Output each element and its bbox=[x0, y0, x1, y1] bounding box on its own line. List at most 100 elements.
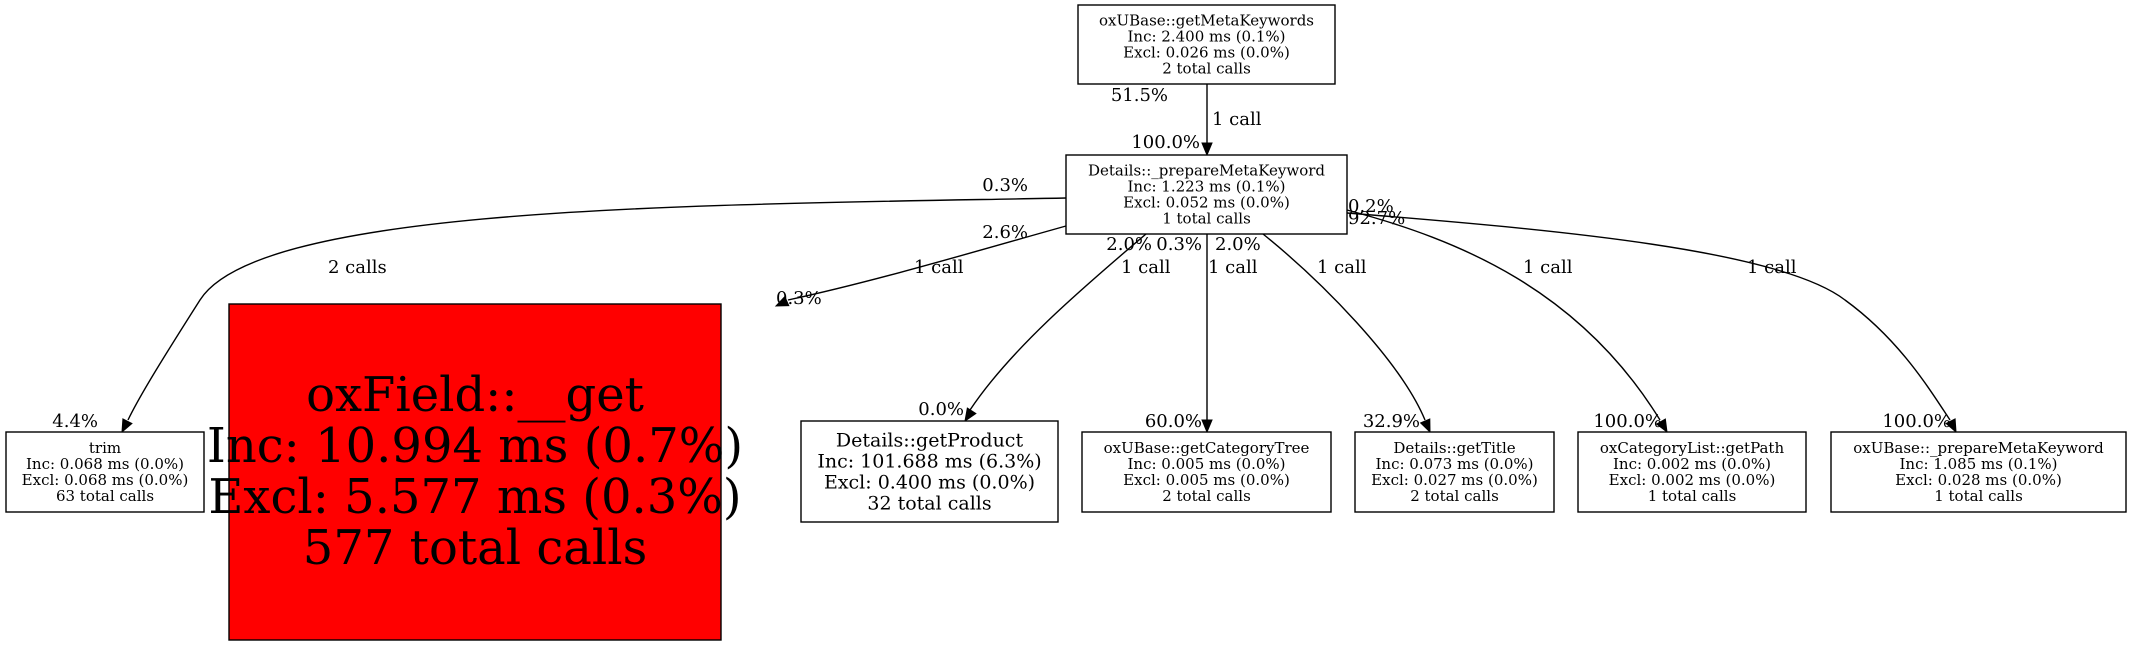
node-inclusive-time: Inc: 0.005 ms (0.0%) bbox=[1127, 455, 1285, 473]
edge-line bbox=[787, 225, 1067, 301]
node-inclusive-time: Inc: 1.223 ms (0.1%) bbox=[1127, 177, 1285, 195]
node-total-calls: 32 total calls bbox=[867, 492, 991, 514]
node-inclusive-time: Inc: 10.994 ms (0.7%) bbox=[207, 418, 743, 474]
node-function-name: trim bbox=[89, 439, 121, 457]
node-box bbox=[1081, 431, 1332, 513]
edge-tail-percent: 0.3% bbox=[1156, 234, 1202, 255]
node-total-calls: 1 total calls bbox=[1934, 487, 2023, 505]
edge-call-count: 1 call bbox=[1208, 257, 1258, 278]
node-exclusive-time: Excl: 0.002 ms (0.0%) bbox=[1609, 471, 1776, 489]
edge-details-prepareMetaKeyword-to-trim: 2 calls 0.3% 4.4% bbox=[52, 175, 1067, 434]
node-box bbox=[1077, 4, 1336, 85]
edge-line bbox=[127, 197, 1067, 421]
edge-details-prepareMetaKeyword-to-oxField-get: 1 call 2.6% 0.3% bbox=[774, 222, 1067, 309]
node-box bbox=[228, 303, 722, 641]
node-box bbox=[800, 420, 1059, 523]
node-inclusive-time: Inc: 2.400 ms (0.1%) bbox=[1127, 27, 1285, 45]
arrowhead-icon bbox=[1655, 418, 1668, 434]
node-total-calls: 2 total calls bbox=[1162, 59, 1251, 77]
edge-call-count: 2 calls bbox=[328, 257, 387, 278]
node-total-calls: 1 total calls bbox=[1162, 209, 1251, 227]
node-total-calls: 63 total calls bbox=[56, 487, 154, 505]
node-total-calls: 2 total calls bbox=[1162, 487, 1251, 505]
node-total-calls: 577 total calls bbox=[303, 520, 647, 576]
edge-head-percent: 0.3% bbox=[776, 288, 822, 309]
arrowhead-icon bbox=[964, 407, 977, 423]
edge-head-percent: 4.4% bbox=[52, 411, 98, 432]
node-inclusive-time: Inc: 0.068 ms (0.0%) bbox=[26, 455, 184, 473]
node-box bbox=[1065, 154, 1348, 235]
edge-head-percent: 100.0% bbox=[1131, 132, 1200, 153]
node-inclusive-time: Inc: 1.085 ms (0.1%) bbox=[1899, 455, 2057, 473]
node-function-name: oxUBase::getMetaKeywords bbox=[1099, 11, 1314, 29]
edge-line bbox=[1346, 209, 1661, 421]
node-function-name: oxUBase::_prepareMetaKeyword bbox=[1853, 439, 2104, 457]
edge-head-percent: 100.0% bbox=[1593, 411, 1662, 432]
node-exclusive-time: Excl: 0.005 ms (0.0%) bbox=[1123, 471, 1290, 489]
arrowhead-icon bbox=[1419, 418, 1431, 434]
node-box bbox=[1577, 431, 1807, 513]
edge-call-count: 1 call bbox=[1212, 109, 1262, 130]
node-exclusive-time: Excl: 0.028 ms (0.0%) bbox=[1895, 471, 2062, 489]
edge-head-percent: 32.9% bbox=[1363, 411, 1420, 432]
edge-getMetaKeywords-to-details-prepareMetaKeyword: 1 call 51.5% 100.0% bbox=[1111, 84, 1262, 157]
node-function-name: Details::getTitle bbox=[1393, 439, 1515, 457]
edge-details-prepareMetaKeyword-to-getTitle: 1 call 2.0% 32.9% bbox=[1215, 233, 1431, 434]
edge-details-prepareMetaKeyword-to-getPath: 1 call 0.2% 100.0% bbox=[1346, 196, 1668, 434]
node-inclusive-time: Inc: 0.073 ms (0.0%) bbox=[1375, 455, 1533, 473]
arrowhead-icon bbox=[1201, 142, 1213, 157]
node-total-calls: 1 total calls bbox=[1648, 487, 1737, 505]
node-function-name: Details::_prepareMetaKeyword bbox=[1088, 161, 1325, 179]
edge-head-percent: 60.0% bbox=[1145, 411, 1202, 432]
edge-call-count: 1 call bbox=[914, 257, 964, 278]
node-exclusive-time: Excl: 0.068 ms (0.0%) bbox=[22, 471, 189, 489]
edge-tail-percent: 2.0% bbox=[1106, 234, 1152, 255]
edge-tail-percent: 51.5% bbox=[1111, 85, 1168, 106]
edge-details-prepareMetaKeyword-to-oxubase-prepareMetaKeyword: 1 call 92.7% 100.0% bbox=[1346, 208, 1957, 434]
edge-details-prepareMetaKeyword-to-getCategoryTree: 1 call 0.3% 60.0% bbox=[1145, 234, 1258, 434]
node-exclusive-time: Excl: 5.577 ms (0.3%) bbox=[208, 469, 741, 525]
node-total-calls: 2 total calls bbox=[1410, 487, 1499, 505]
node-inclusive-time: Inc: 0.002 ms (0.0%) bbox=[1613, 455, 1771, 473]
node-box bbox=[1354, 431, 1555, 513]
edge-call-count: 1 call bbox=[1523, 257, 1573, 278]
arrowhead-icon bbox=[1201, 419, 1213, 434]
edge-call-count: 1 call bbox=[1121, 257, 1171, 278]
node-box bbox=[5, 431, 205, 513]
edge-head-percent: 0.0% bbox=[918, 399, 964, 420]
arrowhead-icon bbox=[121, 418, 133, 434]
edge-tail-percent: 0.3% bbox=[982, 175, 1028, 196]
node-exclusive-time: Excl: 0.026 ms (0.0%) bbox=[1123, 43, 1290, 61]
edge-call-count: 1 call bbox=[1747, 257, 1797, 278]
edge-line bbox=[969, 233, 1147, 411]
arrowhead-icon bbox=[1945, 418, 1957, 434]
node-inclusive-time: Inc: 101.688 ms (6.3%) bbox=[817, 450, 1041, 472]
edge-line bbox=[1346, 212, 1951, 421]
arrowhead-icon bbox=[774, 295, 790, 307]
edge-head-percent: 100.0% bbox=[1882, 411, 1951, 432]
node-exclusive-time: Excl: 0.027 ms (0.0%) bbox=[1371, 471, 1538, 489]
edge-tail-percent: 0.2% bbox=[1348, 196, 1394, 217]
edge-line bbox=[1262, 233, 1426, 421]
node-function-name: oxUBase::getCategoryTree bbox=[1104, 439, 1310, 457]
edge-tail-percent: 2.0% bbox=[1215, 234, 1261, 255]
node-function-name: Details::getProduct bbox=[836, 429, 1024, 451]
edge-call-count: 1 call bbox=[1317, 257, 1367, 278]
edge-tail-percent: 2.6% bbox=[982, 222, 1028, 243]
node-exclusive-time: Excl: 0.052 ms (0.0%) bbox=[1123, 193, 1290, 211]
node-function-name: oxCategoryList::getPath bbox=[1600, 439, 1785, 457]
edge-tail-percent: 92.7% bbox=[1348, 208, 1405, 229]
